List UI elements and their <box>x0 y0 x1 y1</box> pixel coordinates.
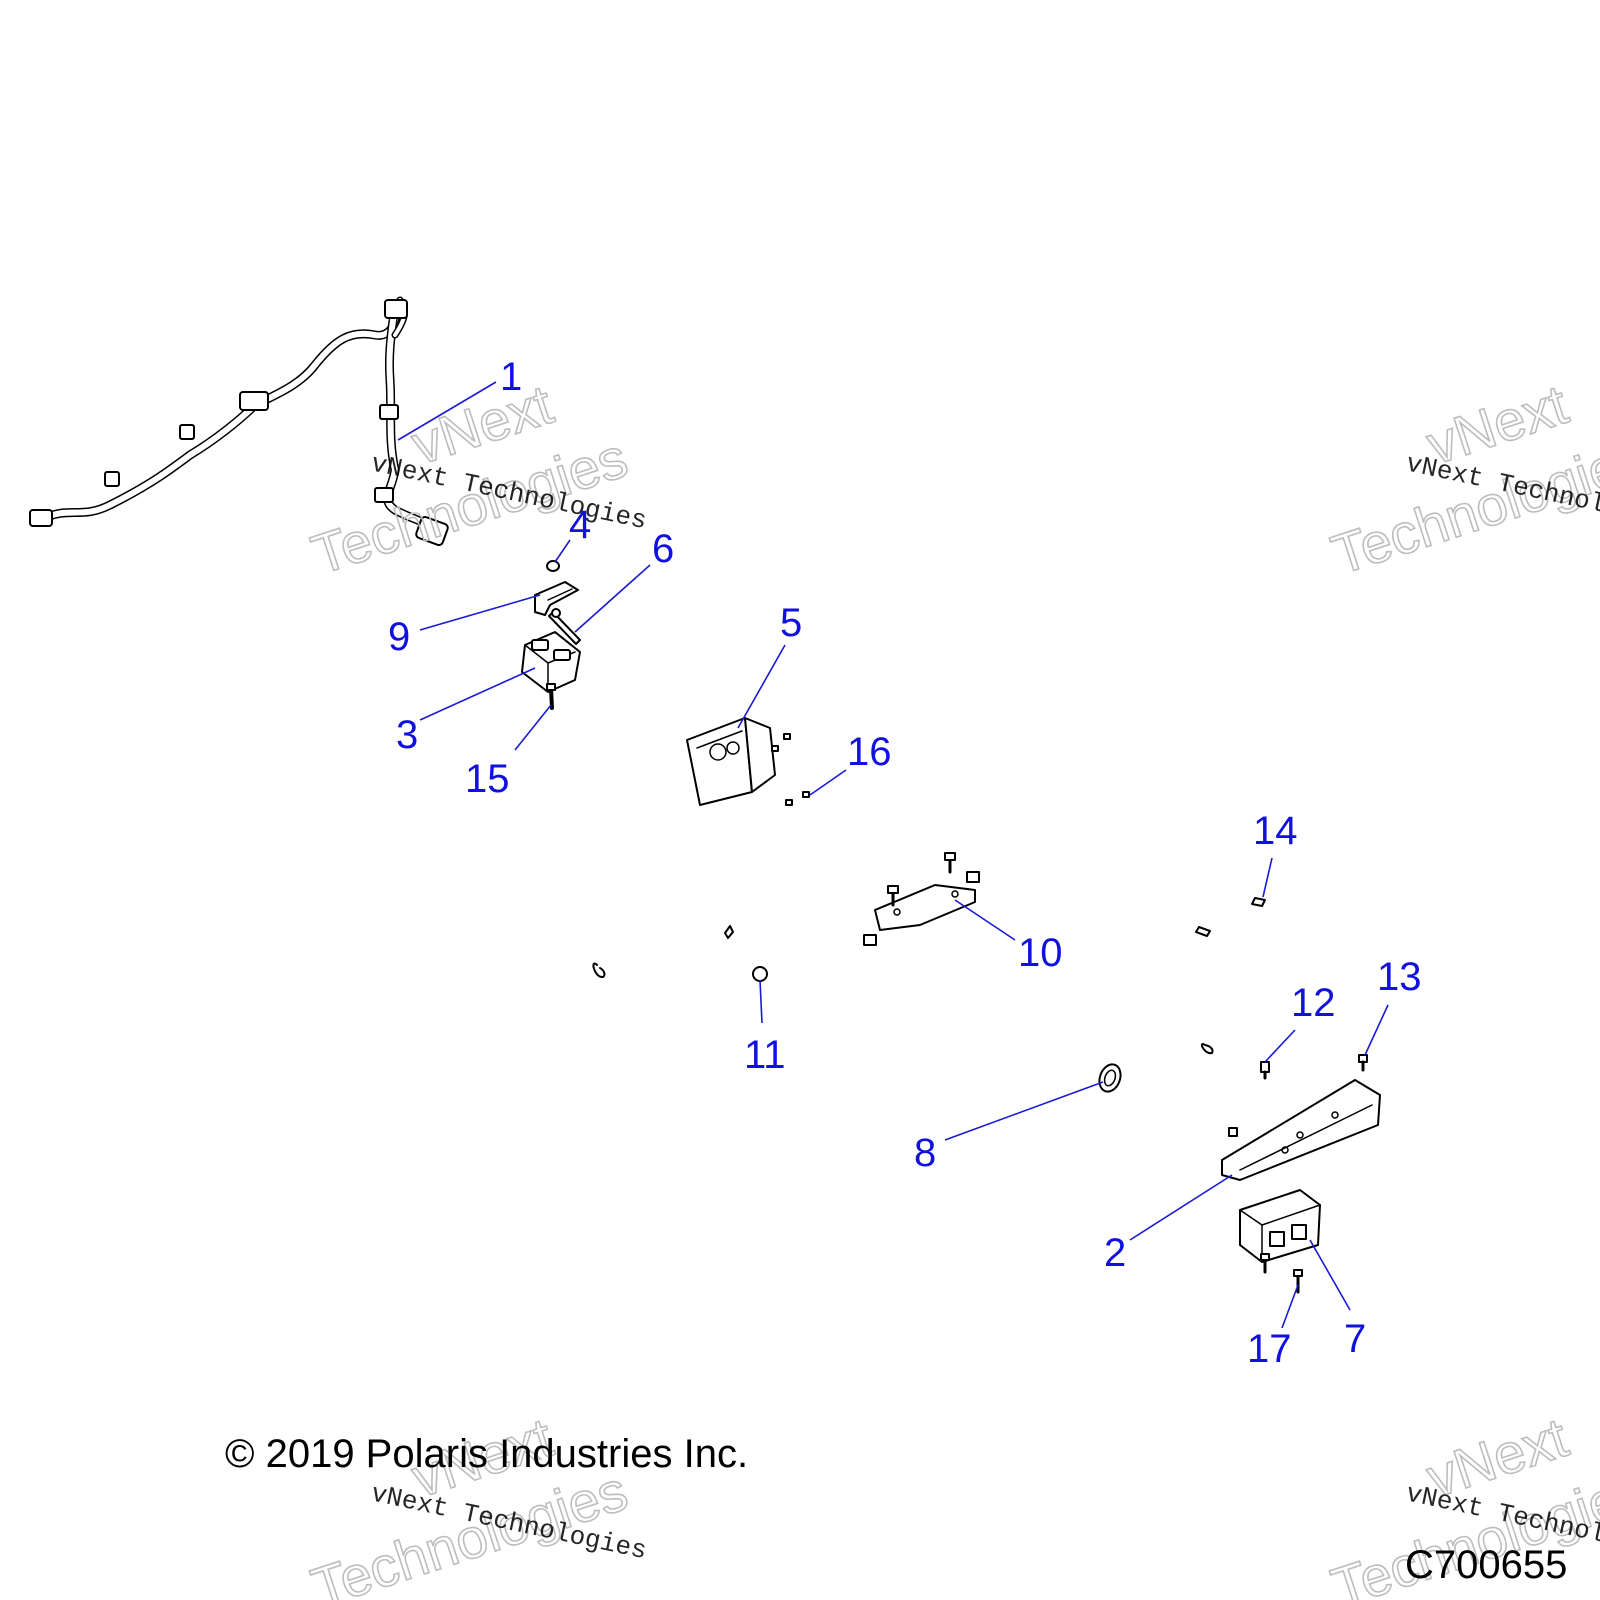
callout-2: 2 <box>1104 1231 1126 1275</box>
callout-labels: 1 2 3 4 5 6 7 8 9 10 11 12 13 14 15 16 1… <box>388 355 1422 1371</box>
leader-4 <box>554 539 571 563</box>
leader-13 <box>1364 1004 1389 1056</box>
leader-6 <box>574 564 651 633</box>
bracket-part-9 <box>534 581 579 616</box>
callout-6: 6 <box>652 527 674 571</box>
callout-5: 5 <box>780 601 802 645</box>
leader-14 <box>1262 857 1273 898</box>
leader-lines <box>397 381 1389 1329</box>
fastener-part-12 <box>1201 1042 1270 1080</box>
wiring-harness <box>29 296 449 546</box>
leader-1 <box>397 381 497 441</box>
leader-9 <box>419 594 541 631</box>
ecu-part-5 <box>686 717 810 806</box>
copyright-text: © 2019 Polaris Industries Inc. <box>225 1432 748 1476</box>
callout-15: 15 <box>465 757 510 801</box>
rod-part-6 <box>548 608 581 645</box>
leader-11 <box>759 979 763 1024</box>
leader-17 <box>1281 1284 1299 1329</box>
callout-8: 8 <box>914 1131 936 1175</box>
leader-5 <box>737 644 786 729</box>
leader-15 <box>514 704 552 751</box>
watermark-top-right: vNext Technologies vNext Technologies <box>1323 371 1600 587</box>
leader-3 <box>419 667 536 721</box>
module-part-3 <box>521 631 581 693</box>
callout-14: 14 <box>1253 809 1298 853</box>
bolt-part-14 <box>1195 897 1266 937</box>
callout-1: 1 <box>500 355 522 399</box>
bolt-part-15 <box>546 683 556 710</box>
callout-4: 4 <box>569 503 591 547</box>
watermark-top-left: vNext Technologies vNext Technologies <box>303 371 649 587</box>
callout-16: 16 <box>847 730 892 774</box>
grommet-part-8 <box>1098 1063 1122 1093</box>
leader-2 <box>1129 1174 1233 1241</box>
bolt-part-17 <box>1260 1253 1303 1294</box>
callout-9: 9 <box>388 615 410 659</box>
leader-16 <box>809 769 847 796</box>
leader-7 <box>1309 1239 1351 1311</box>
fastener-part-13 <box>1358 1054 1368 1072</box>
callout-7: 7 <box>1344 1317 1366 1361</box>
leader-12 <box>1264 1029 1296 1063</box>
callout-11: 11 <box>744 1033 786 1077</box>
leader-8 <box>944 1081 1104 1141</box>
leader-10 <box>954 899 1016 941</box>
clip-part-11 <box>592 925 768 982</box>
callout-10: 10 <box>1018 931 1063 975</box>
callout-12: 12 <box>1291 981 1336 1025</box>
module-part-7 <box>1239 1189 1321 1263</box>
nut-part-4 <box>546 560 560 572</box>
figure-id: C700655 <box>1405 1543 1567 1587</box>
mounting-plate-part-2 <box>1221 1079 1381 1181</box>
callout-3: 3 <box>396 713 418 757</box>
plate-part-10 <box>863 852 980 946</box>
callout-13: 13 <box>1377 955 1422 999</box>
callout-17: 17 <box>1247 1327 1292 1371</box>
